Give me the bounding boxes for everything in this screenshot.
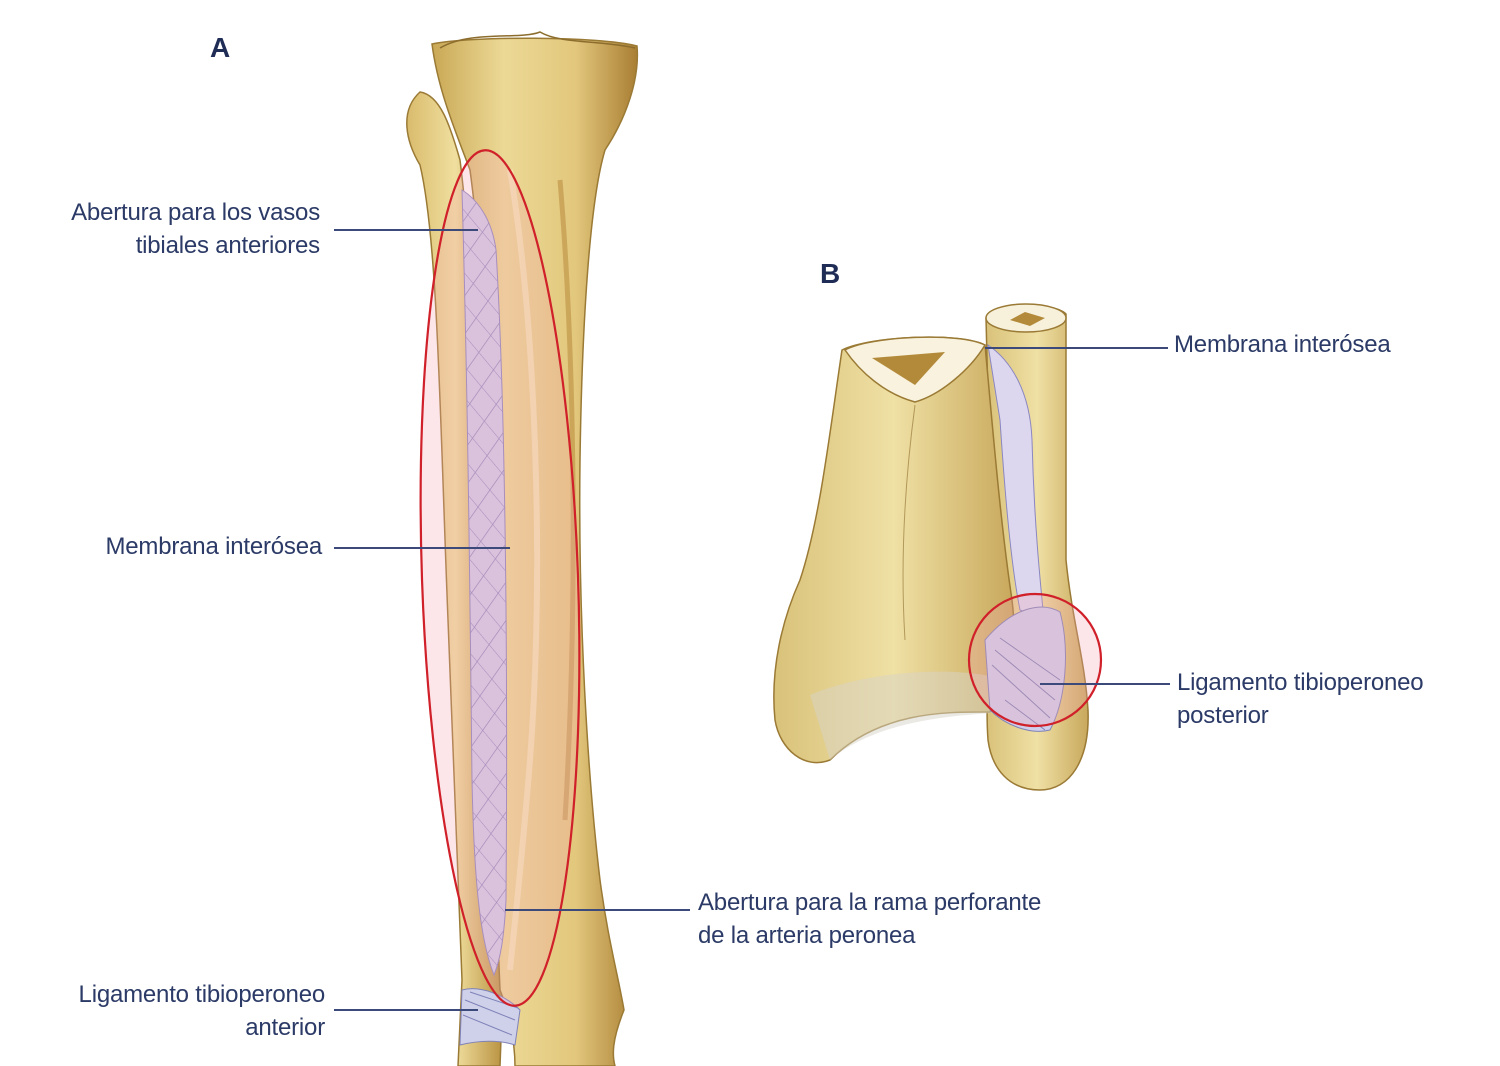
label-abertura-rama-line2: de la arteria peronea [698,922,916,949]
panel-label-a: A [210,32,231,63]
label-abertura-vasos: Abertura para los vasos tibiales anterio… [71,196,320,262]
label-lig-anterior-line1: Ligamento tibioperoneo [78,981,326,1008]
label-abertura-vasos-line1: Abertura para los vasos [71,199,320,226]
label-lig-posterior: Ligamento tibioperoneo posterior [1177,666,1424,732]
label-abertura-vasos-line2: tibiales anteriores [135,232,321,259]
label-membrana-b: Membrana interósea [1174,328,1391,361]
label-lig-anterior-line2: anterior [245,1014,325,1041]
highlight-ellipse-a [419,149,581,1007]
label-membrana-a: Membrana interósea [105,530,322,563]
figure-b-ankle-bones [773,303,1103,791]
label-abertura-rama: Abertura para la rama perforante de la a… [698,886,1041,952]
label-membrana-a-line1: Membrana interósea [105,533,322,560]
figure-a-leg-bones [406,31,639,1066]
label-lig-posterior-line1: Ligamento tibioperoneo [1177,669,1424,696]
interosseous-membrane-b [987,343,1045,621]
leader-lines [334,229,1170,1011]
label-abertura-rama-line1: Abertura para la rama perforante [698,889,1042,916]
label-membrana-b-line1: Membrana interósea [1174,331,1391,358]
panel-label-b: B [820,258,841,289]
label-lig-anterior: Ligamento tibioperoneo anterior [78,978,326,1044]
label-lig-posterior-line2: posterior [1177,702,1269,729]
highlight-circle-b [967,592,1103,728]
